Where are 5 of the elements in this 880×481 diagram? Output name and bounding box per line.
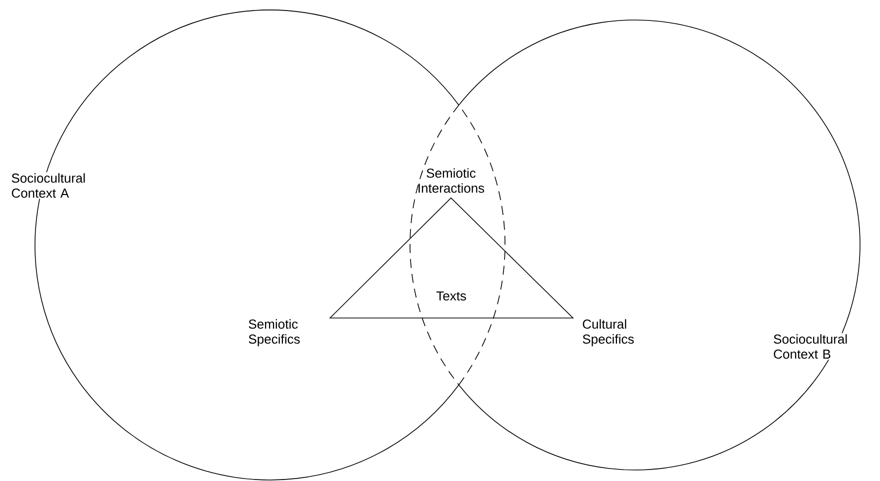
node-label: Sociocultural Context B bbox=[774, 334, 847, 359]
node-label: Sociocultural Context A bbox=[12, 173, 85, 198]
vertex-label: Semiotic Specifics bbox=[248, 319, 300, 346]
vertex-label: Semiotic Interactions bbox=[418, 168, 484, 193]
vertex-label: Cultural Specifics bbox=[582, 319, 634, 346]
